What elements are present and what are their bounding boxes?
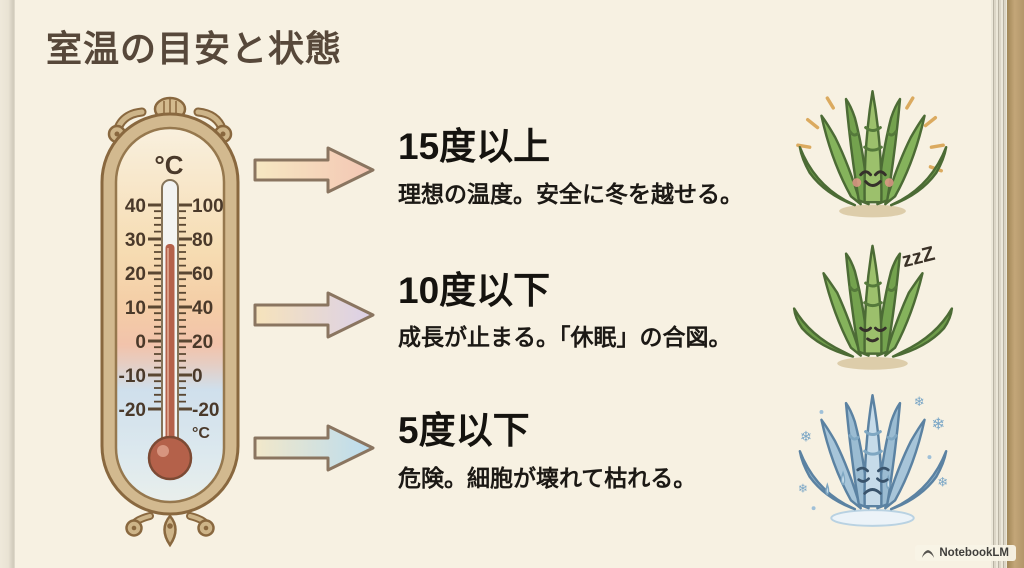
section-description: 成長が止まる。「休眠」の合図。 bbox=[398, 324, 732, 350]
thermometer-illustration: 40 30 20 10 0 -10 -20 100 80 60 40 20 0 … bbox=[100, 96, 240, 548]
scale-left-0: 0 bbox=[135, 332, 146, 353]
thermometer-bottom-ornament bbox=[125, 512, 215, 548]
scale-left-10: 10 bbox=[125, 298, 146, 319]
arrow-right-icon bbox=[253, 291, 375, 339]
section-heading: 5度以下 bbox=[398, 410, 530, 451]
scale-right-80: 80 bbox=[192, 230, 213, 251]
section-heading: 15度以上 bbox=[398, 126, 551, 167]
frozen-stripes bbox=[848, 430, 898, 456]
aloe-leaves bbox=[798, 90, 948, 207]
snowflake-icon: ❄ bbox=[937, 475, 948, 490]
celsius-label-bottom: °C bbox=[192, 425, 210, 442]
snowflake-icon: ❄ bbox=[800, 429, 812, 445]
ground-shadow bbox=[839, 204, 906, 218]
section-heading: 10度以下 bbox=[398, 270, 551, 311]
scale-left-30: 30 bbox=[125, 230, 146, 251]
scale-right-40: 40 bbox=[192, 298, 213, 319]
zzz-text: zzZ bbox=[900, 242, 938, 272]
notebook-cover-edge bbox=[1007, 0, 1024, 568]
scale-right-60: 60 bbox=[192, 264, 213, 285]
cheek-blush bbox=[852, 178, 862, 187]
sad-face bbox=[856, 466, 890, 495]
cheek-blush bbox=[884, 178, 894, 187]
ground-shadow bbox=[837, 357, 908, 370]
notebook-page-edges bbox=[991, 0, 1007, 568]
sparkle-rays bbox=[796, 96, 945, 173]
thermometer-ticks bbox=[148, 203, 192, 413]
mercury-column bbox=[165, 244, 175, 460]
snow-ground bbox=[830, 509, 915, 527]
thermometer-scale-right: 100 80 60 40 20 0 -20 bbox=[192, 196, 224, 421]
page-title: 室温の目安と状態 bbox=[46, 28, 343, 69]
scale-left-neg20: -20 bbox=[119, 400, 146, 421]
leaf-stripes bbox=[848, 126, 898, 152]
sleeping-aloe-icon: zzZ bbox=[792, 242, 954, 370]
thermometer-scale-left: 40 30 20 10 0 -10 -20 bbox=[119, 196, 146, 421]
notebooklm-label: NotebookLM bbox=[939, 547, 1009, 559]
scale-left-20: 20 bbox=[125, 264, 146, 285]
aloe-leaves bbox=[792, 244, 954, 358]
arrow-right-icon bbox=[253, 146, 375, 194]
sleeping-face bbox=[859, 326, 887, 343]
snowflake-icon: ❄ bbox=[914, 394, 925, 409]
scale-left-40: 40 bbox=[125, 196, 146, 217]
paper-fold-shadow bbox=[0, 0, 15, 568]
section-description: 危険。細胞が壊れて枯れる。 bbox=[398, 465, 697, 491]
snowflakes: ❄ ❄ ❄ ❄ ❄ bbox=[798, 394, 948, 511]
notebooklm-logo-icon bbox=[922, 549, 935, 558]
notebooklm-badge: NotebookLM bbox=[915, 545, 1016, 561]
thermometer-bulb bbox=[147, 435, 193, 481]
scale-right-20: 20 bbox=[192, 332, 213, 353]
scale-right-neg20: -20 bbox=[192, 400, 219, 421]
scale-left-neg10: -10 bbox=[119, 366, 146, 387]
snowflake-icon: ❄ bbox=[798, 482, 808, 495]
snowflake-icon: ❄ bbox=[931, 415, 945, 434]
happy-face bbox=[859, 170, 887, 187]
leaf-stripes bbox=[848, 281, 898, 308]
section-description: 理想の温度。安全に冬を越せる。 bbox=[398, 181, 743, 207]
frozen-aloe-icon: ❄ ❄ ❄ ❄ ❄ bbox=[798, 394, 948, 527]
celsius-label-top: °C bbox=[154, 150, 183, 180]
happy-aloe-icon bbox=[796, 90, 948, 218]
scale-right-100: 100 bbox=[192, 196, 224, 217]
scale-right-0: 0 bbox=[192, 366, 203, 387]
arrow-right-icon bbox=[253, 424, 375, 472]
thermometer-tube bbox=[147, 179, 193, 481]
